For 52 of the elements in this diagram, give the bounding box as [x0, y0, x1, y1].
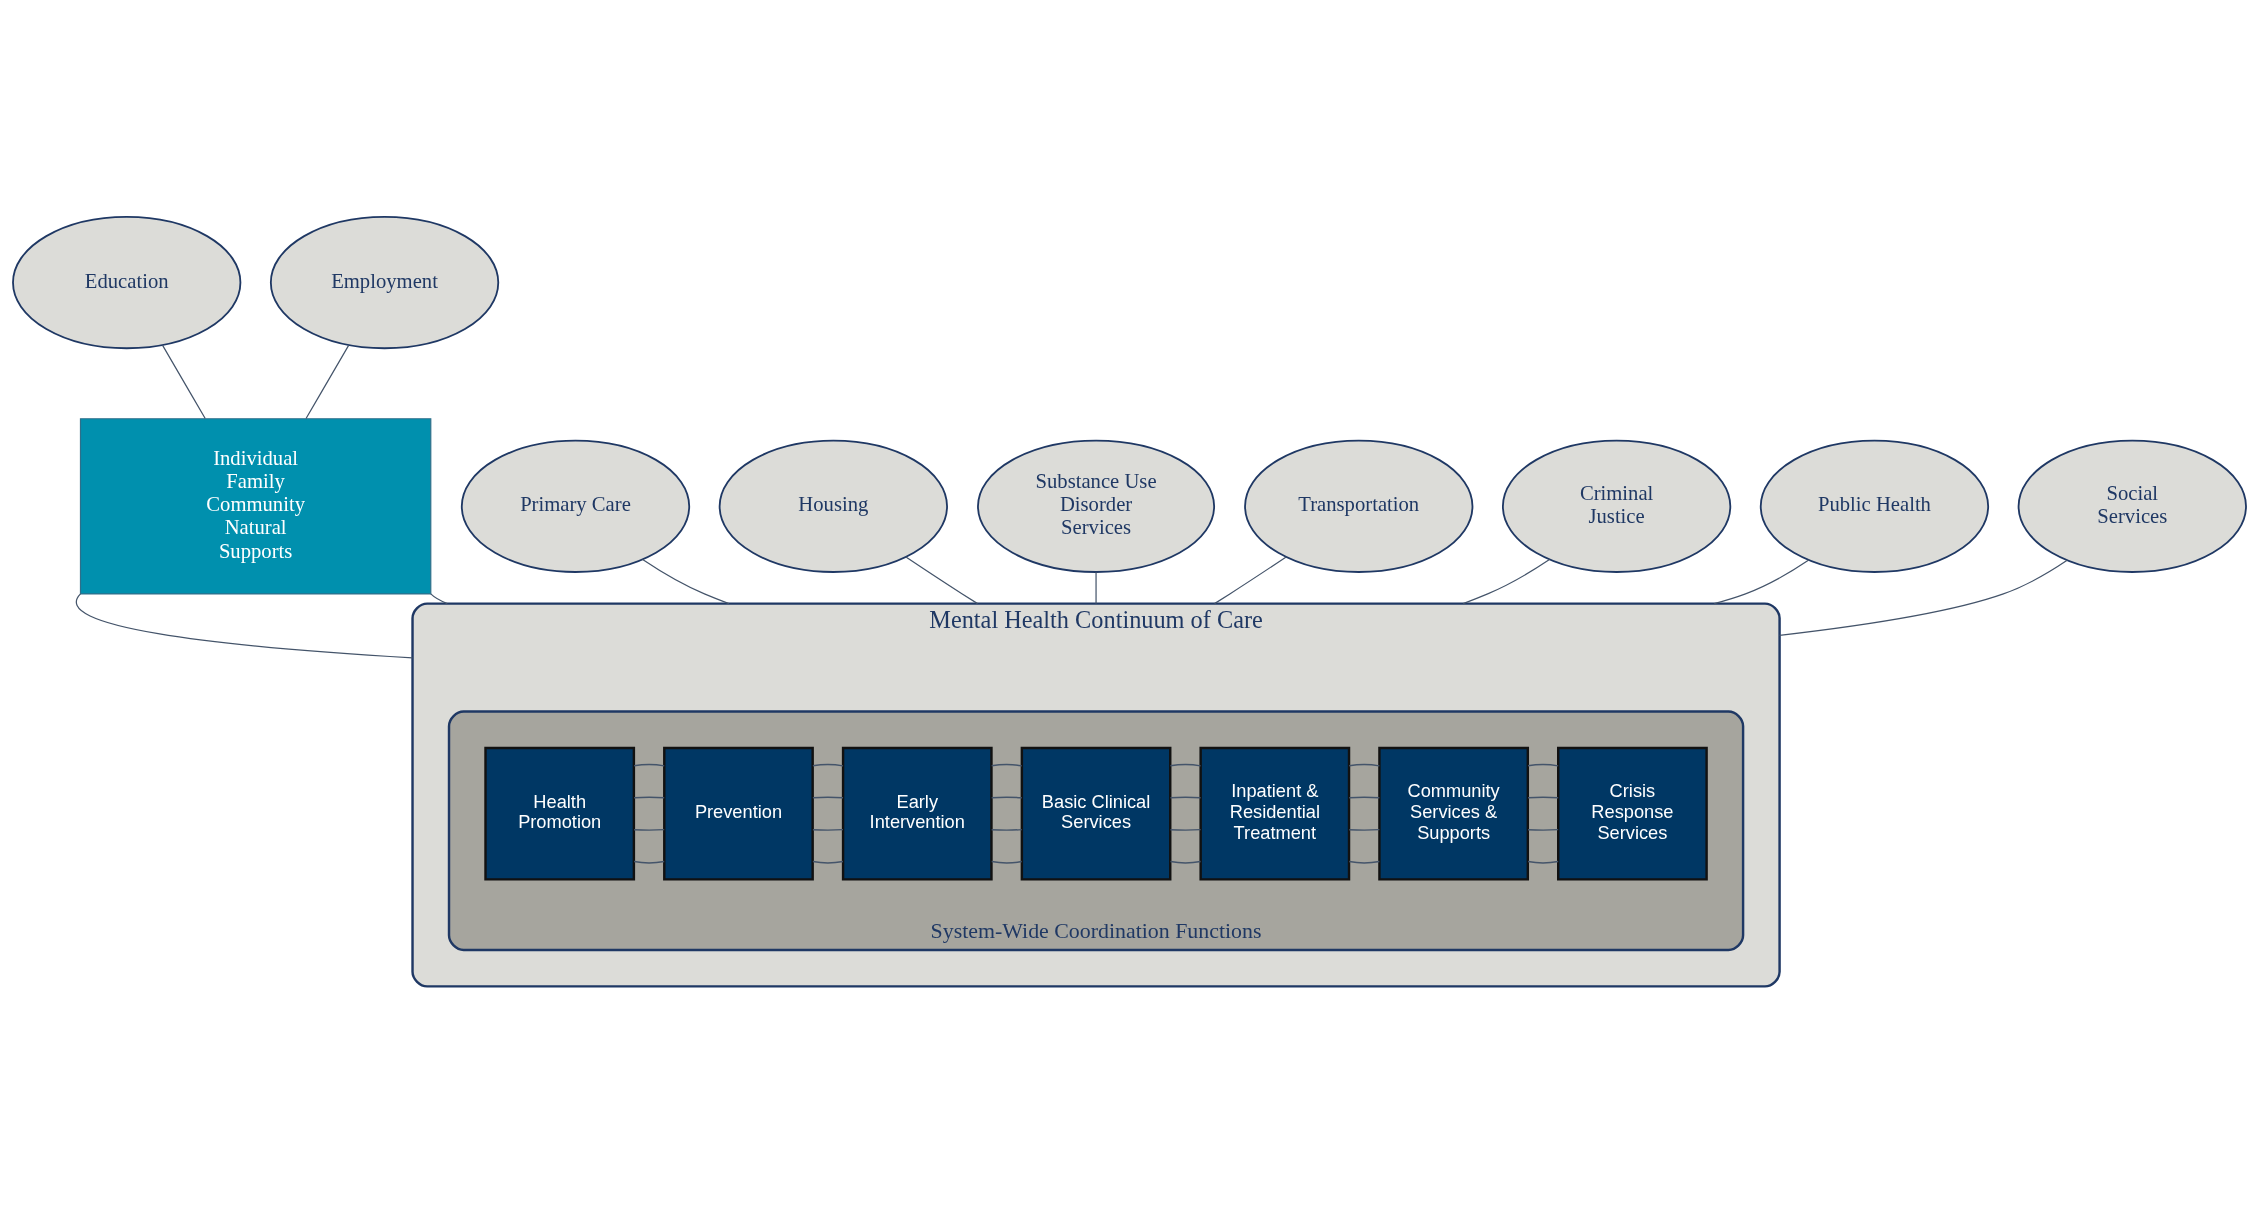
connector: [162, 344, 206, 420]
connector: [305, 344, 350, 420]
connector: [1527, 763, 1559, 767]
node-ellipse: Public Health: [1759, 439, 1990, 573]
connector: [1348, 860, 1381, 864]
connector: [1527, 860, 1559, 864]
connector: [1462, 558, 1551, 605]
node-ellipse: Social Services: [2017, 439, 2247, 573]
node-ellipse: Employment: [269, 215, 500, 350]
node-ellipse: Education: [12, 215, 242, 350]
node-box: Basic Clinical Services: [1020, 746, 1172, 881]
connector: [430, 593, 448, 605]
connector: [990, 763, 1023, 767]
connector: [75, 593, 414, 659]
connector: [1713, 559, 1810, 605]
connector: [1169, 828, 1202, 831]
connector: [1527, 828, 1559, 831]
connector: [990, 860, 1023, 864]
connector: [1348, 763, 1381, 767]
node-ellipse: Substance Use Disorder Services: [977, 439, 1216, 573]
connector: [1778, 559, 2068, 636]
connector: [642, 558, 730, 605]
node-ellipse: Transportation: [1244, 439, 1474, 573]
connector: [633, 796, 665, 799]
connector: [812, 860, 844, 864]
node-ellipse: Primary Care: [460, 439, 691, 573]
connector: [905, 556, 979, 605]
connector: [1527, 796, 1559, 799]
node-box: Health Promotion: [484, 746, 636, 881]
connector: [633, 860, 665, 864]
connector: [812, 796, 844, 799]
node-box: Early Intervention: [841, 746, 993, 881]
node-box: Prevention: [663, 746, 814, 881]
node-ellipse: Housing: [718, 439, 948, 573]
node-ellipse: Criminal Justice: [1502, 439, 1732, 573]
connector: [633, 763, 665, 767]
node-box: Individual Family Community Natural Supports: [79, 418, 432, 595]
connector: [990, 796, 1023, 799]
node-box: Inpatient & Residential Treatment: [1199, 746, 1351, 881]
connector: [1169, 763, 1202, 767]
connector: [812, 763, 844, 767]
connector: [1095, 571, 1097, 605]
node-box: Crisis Response Services: [1557, 746, 1708, 881]
connector: [1348, 796, 1381, 799]
connector: [1213, 556, 1287, 605]
connector: [1169, 860, 1202, 864]
node-box: Community Services & Supports: [1378, 746, 1530, 881]
connector: [812, 828, 844, 831]
connector: [1348, 828, 1381, 831]
connector: [990, 828, 1023, 831]
connector: [633, 828, 665, 831]
connector: [1169, 796, 1202, 799]
